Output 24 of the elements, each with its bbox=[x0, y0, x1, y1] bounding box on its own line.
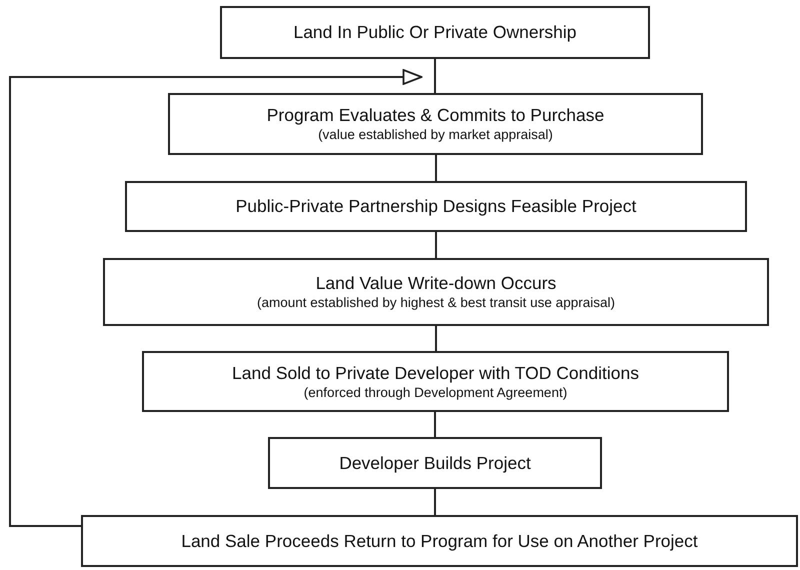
step-title: Public-Private Partnership Designs Feasible Project bbox=[236, 196, 636, 217]
process-box bbox=[81, 515, 798, 567]
step-note: (amount established by highest & best transit use appraisal) bbox=[257, 294, 615, 311]
connector-line bbox=[435, 232, 437, 258]
step-title: Developer Builds Project bbox=[339, 452, 531, 474]
step-note: (value established by market appraisal) bbox=[318, 126, 553, 143]
step-title: Land In Public Or Private Ownership bbox=[293, 22, 577, 43]
step-title: Land Sale Proceeds Return to Program for Use on Another Project bbox=[181, 530, 698, 552]
process-box bbox=[220, 6, 650, 59]
step-title: Land Value Write-down Occurs bbox=[316, 273, 556, 294]
step-note: (enforced through Development Agreement) bbox=[304, 384, 568, 400]
connector-line bbox=[434, 59, 436, 93]
connector-line bbox=[434, 412, 436, 437]
connector-line bbox=[435, 326, 437, 351]
process-box bbox=[268, 437, 602, 489]
step-title: Land Sold to Private Developer with TOD Conditions bbox=[232, 362, 639, 384]
step-title: Program Evaluates & Commits to Purchase bbox=[266, 105, 604, 126]
feedback-arrow bbox=[9, 69, 422, 527]
process-box bbox=[142, 351, 729, 412]
process-box bbox=[103, 258, 769, 326]
process-box bbox=[168, 93, 703, 155]
process-box bbox=[125, 181, 747, 232]
connector-line bbox=[435, 155, 437, 181]
connector-line bbox=[434, 489, 436, 515]
